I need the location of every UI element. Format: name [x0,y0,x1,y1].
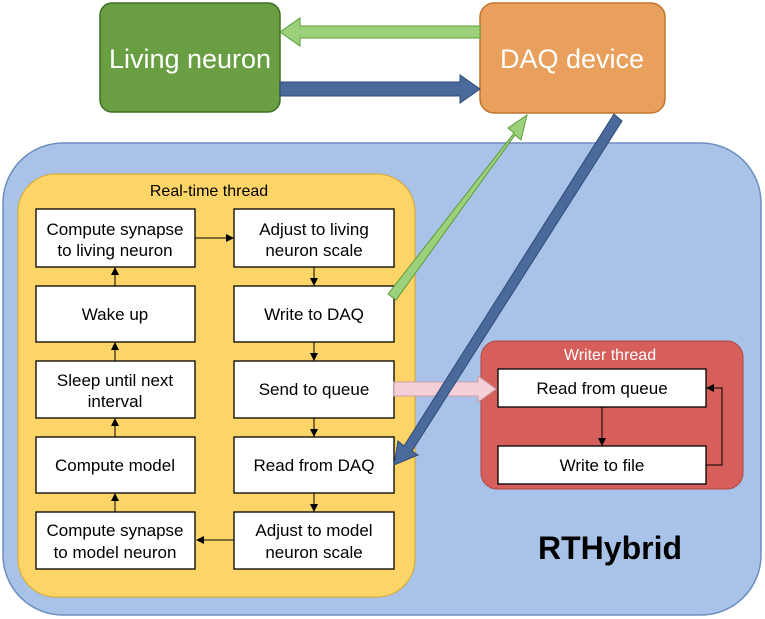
write-daq-label: Write to DAQ [264,305,364,324]
read-queue-label: Read from queue [536,379,667,398]
daq-to-neuron-arrow [279,17,481,47]
write-to-daq-arrow [387,113,528,301]
compute-synapse-living-label: Compute synapse [46,220,183,239]
send-queue-label: Send to queue [259,380,370,399]
sleep-label: Sleep until next [57,371,174,390]
realtime-thread-title: Real-time thread [150,183,268,200]
write-file-label: Write to file [560,456,645,475]
daq-device-node [479,2,666,114]
realtime-flow-arrows [111,234,318,544]
write-file-box [497,445,707,485]
compute-synapse-model-label: Compute synapse [46,521,183,540]
realtime-left-column: Compute synapse to living neuron Wake up… [35,208,196,570]
compute-synapse-living-box [35,208,196,268]
compute-model-label: Compute model [55,456,175,475]
daq-device-label: DAQ device [500,44,644,74]
adjust-living-label: Adjust to living [259,220,369,239]
adjust-model-label: Adjust to model [255,521,372,540]
compute-synapse-living-label-2: to living neuron [57,241,172,260]
read-daq-box [233,436,395,494]
adjust-model-box [233,511,395,570]
adjust-living-label-2: neuron scale [265,241,362,260]
living-neuron-label: Living neuron [109,44,271,74]
realtime-right-column: Adjust to living neuron scale Write to D… [233,208,395,570]
compute-synapse-model-label-2: to model neuron [54,543,177,562]
neuron-to-daq-arrow [279,74,481,104]
read-daq-label: Read from DAQ [254,456,375,475]
writer-loop-arrow [706,384,723,466]
adjust-model-label-2: neuron scale [265,543,362,562]
writer-thread-title: Writer thread [564,347,656,364]
wake-up-label: Wake up [82,305,148,324]
sleep-label-2: interval [88,392,143,411]
compute-synapse-model-box [35,511,196,570]
living-neuron-node [99,2,281,113]
write-daq-box [233,285,395,343]
rthybrid-brand-label: RTHybrid [538,530,682,566]
daq-to-read-arrow [393,113,623,466]
